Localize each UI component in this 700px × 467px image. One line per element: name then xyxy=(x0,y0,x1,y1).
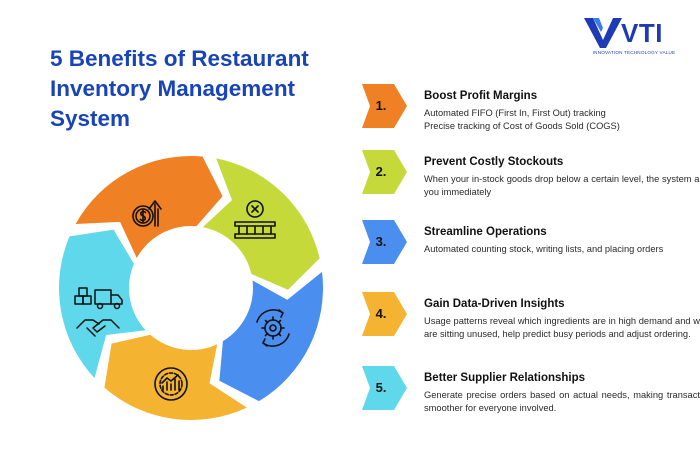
benefit-description: Generate precise orders based on actual … xyxy=(424,389,700,414)
logo-text: VTI xyxy=(621,18,663,48)
benefit-title: Streamline Operations xyxy=(424,226,547,238)
dollar-coin-arrow-icon xyxy=(132,200,162,227)
title-line: System xyxy=(50,106,131,131)
description-line: Automated FIFO (First In, First Out) tra… xyxy=(424,108,606,118)
benefit-title: Better Supplier Relationships xyxy=(424,372,586,384)
badge-number: 4. xyxy=(375,306,387,321)
benefit-item: 2. Prevent Costly Stockouts When your in… xyxy=(362,150,700,210)
cycle-segment-orange xyxy=(75,156,223,258)
vti-logo: VTI INNOVATION TECHNOLOGY VALUE xyxy=(584,16,682,64)
benefit-title: Gain Data-Driven Insights xyxy=(424,298,565,310)
badge-shape xyxy=(362,150,407,194)
benefit-title: Boost Profit Margins xyxy=(424,90,538,102)
description-line: Generate precise orders based on actual … xyxy=(424,390,700,413)
description-line: Usage patterns reveal which ingredients … xyxy=(424,316,700,339)
vti-logo-mark xyxy=(584,18,622,48)
badge-number: 1. xyxy=(375,98,387,113)
gear-cycle-icon xyxy=(256,309,290,347)
money-scale-icon xyxy=(234,200,276,239)
badge-number: 3. xyxy=(375,234,387,249)
description-line: Precise tracking of Cost of Goods Sold (… xyxy=(424,120,620,131)
badge-arrow: 4. xyxy=(362,292,407,336)
logo-tagline: INNOVATION TECHNOLOGY VALUE xyxy=(592,50,676,55)
benefit-description: Automated FIFO (First In, First Out) tra… xyxy=(424,107,700,132)
benefit-title: Prevent Costly Stockouts xyxy=(424,156,564,168)
description-line: When your in-stock goods drop below a ce… xyxy=(424,174,700,197)
badge-shape xyxy=(362,292,407,336)
page-title: 5 Benefits of Restaurant Inventory Manag… xyxy=(50,44,350,134)
badge-arrow: 5. xyxy=(362,366,407,410)
cycle-segment-lime xyxy=(202,158,320,290)
badge-number: 5. xyxy=(375,380,387,395)
description-line: Automated counting stock, writing lists,… xyxy=(424,244,664,254)
badge-arrow: 3. xyxy=(362,220,407,264)
benefit-description: When your in-stock goods drop below a ce… xyxy=(424,173,700,198)
title-line: Inventory Management xyxy=(50,76,296,101)
cycle-diagram xyxy=(58,156,323,420)
badge-number: 2. xyxy=(375,164,387,179)
truck-handshake-icon xyxy=(74,287,123,337)
benefit-description: Usage patterns reveal which ingredients … xyxy=(424,315,700,340)
title-line: 5 Benefits of Restaurant xyxy=(50,46,309,71)
benefit-item: 3. Streamline Operations Automated count… xyxy=(362,220,690,280)
badge-arrow: 1. xyxy=(362,84,407,128)
badge-shape xyxy=(362,220,407,264)
analytics-chart-icon xyxy=(154,367,188,401)
badge-shape xyxy=(362,366,407,410)
benefit-item: 5. Better Supplier Relationships Generat… xyxy=(362,366,700,426)
badge-arrow: 2. xyxy=(362,150,407,194)
benefit-item: 4. Gain Data-Driven Insights Usage patte… xyxy=(362,292,700,352)
benefit-description: Automated counting stock, writing lists,… xyxy=(424,243,700,256)
benefit-item: 1. Boost Profit Margins Automated FIFO (… xyxy=(362,84,690,144)
badge-shape xyxy=(362,84,407,128)
